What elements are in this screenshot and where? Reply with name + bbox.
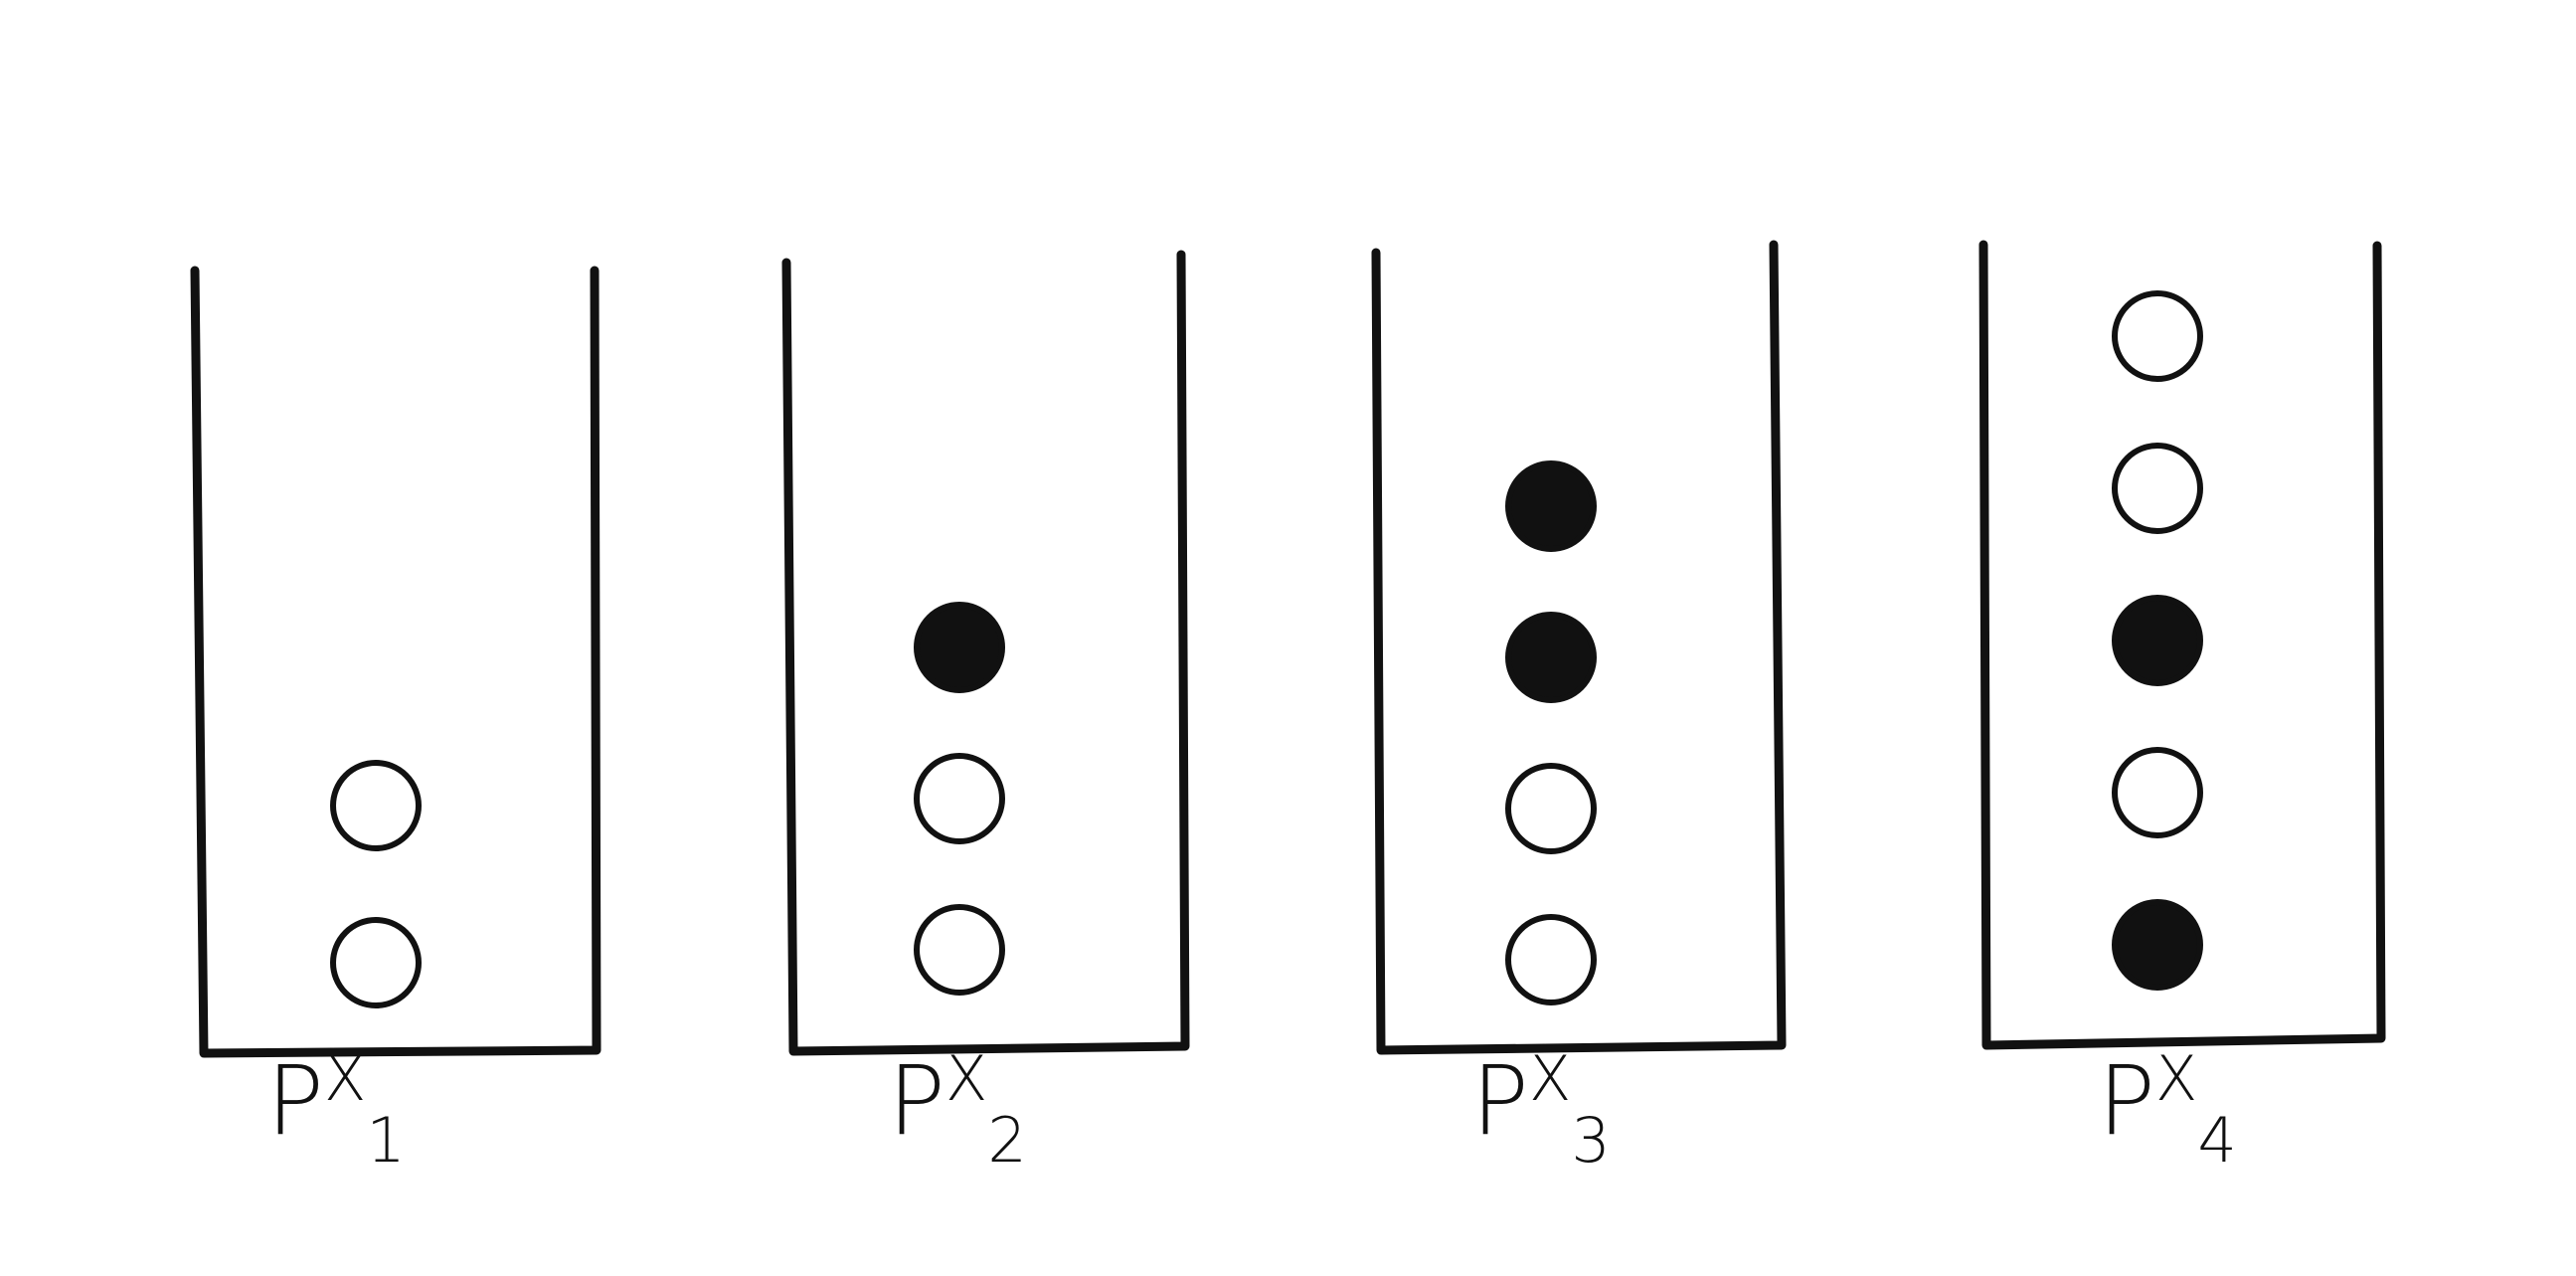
empty-ball	[1505, 763, 1597, 854]
filled-ball	[1505, 460, 1597, 552]
label-superscript: X	[1529, 1042, 1571, 1115]
label-base: P	[266, 1045, 324, 1157]
container-outline	[190, 266, 601, 1058]
label-subscript: 1	[366, 1104, 405, 1177]
label-superscript: X	[2155, 1042, 2197, 1115]
label-subscript: 2	[987, 1104, 1026, 1177]
empty-ball	[1505, 914, 1597, 1005]
ball-stack	[914, 602, 1005, 996]
label-base: P	[1471, 1045, 1529, 1157]
container-outline	[1978, 240, 2386, 1050]
empty-ball	[330, 760, 422, 851]
container-label: PX1	[266, 1042, 406, 1177]
filled-ball	[2112, 595, 2203, 686]
label-subscript: 4	[2197, 1104, 2236, 1177]
filled-ball	[914, 602, 1005, 693]
empty-ball	[2112, 747, 2203, 838]
ball-stack	[1505, 460, 1597, 1005]
label-base: P	[888, 1045, 945, 1157]
empty-ball	[914, 904, 1005, 996]
label-base: P	[2098, 1045, 2155, 1157]
filled-ball	[1505, 612, 1597, 703]
label-subscript: 3	[1571, 1104, 1610, 1177]
container-label: PX2	[888, 1042, 1027, 1177]
container-px3: PX3	[1371, 240, 1787, 1177]
filled-ball	[2112, 899, 2203, 991]
label-superscript: X	[945, 1042, 987, 1115]
ball-stack	[330, 760, 422, 1008]
empty-ball	[330, 917, 422, 1008]
label-superscript: X	[324, 1042, 366, 1115]
container-outline	[1371, 240, 1787, 1055]
container-px1: PX1	[190, 266, 601, 1177]
container-label: PX4	[2098, 1042, 2237, 1177]
empty-ball	[2112, 443, 2203, 534]
container-px2: PX2	[781, 250, 1190, 1177]
container-px4: PX4	[1978, 240, 2386, 1177]
ball-stack	[2112, 290, 2203, 991]
container-outline	[781, 250, 1190, 1056]
container-label: PX3	[1471, 1042, 1611, 1177]
empty-ball	[2112, 290, 2203, 382]
empty-ball	[914, 753, 1005, 844]
